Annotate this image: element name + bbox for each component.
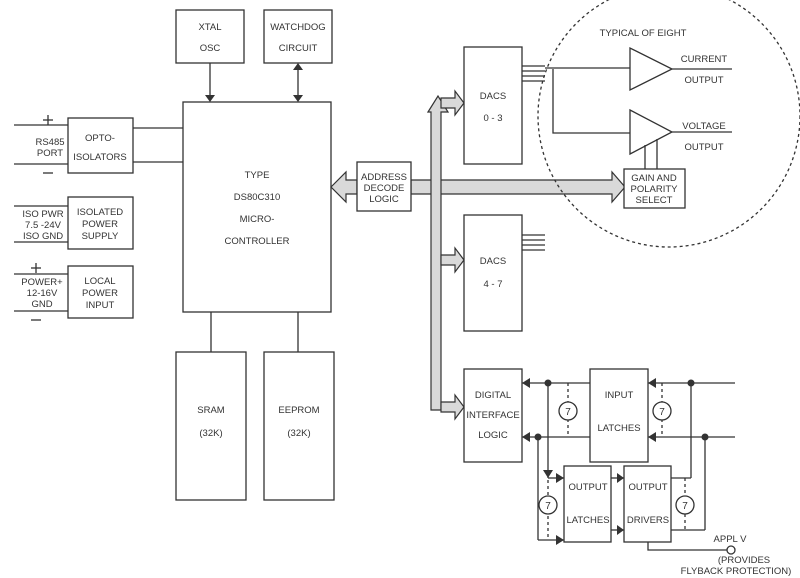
svg-text:(32K): (32K) (199, 428, 222, 439)
svg-text:INPUT: INPUT (605, 390, 634, 401)
power-label-line2: 12-16V (27, 288, 58, 299)
protection-7-right-output: 7 (675, 478, 695, 530)
power-label-line1: POWER+ (21, 277, 63, 288)
local-power-input-block: LOCAL POWER INPUT (67, 265, 134, 319)
xtal-osc-block: XTAL OSC (175, 9, 245, 64)
iso-pwr-label-line2: 7.5 -24V (25, 220, 62, 231)
svg-text:LATCHES: LATCHES (566, 515, 609, 526)
appl-v-label-line1: APPL V (714, 534, 748, 545)
svg-text:XTAL: XTAL (198, 22, 221, 33)
local-power-connector: POWER+ 12-16V GND (14, 263, 68, 321)
svg-text:SRAM: SRAM (197, 405, 225, 416)
output-latches-block: OUTPUT LATCHES (563, 465, 612, 543)
rs485-connector: RS485 PORT (14, 115, 68, 174)
svg-text:CIRCUIT: CIRCUIT (279, 43, 318, 54)
iso-pwr-label-line1: ISO PWR (22, 209, 63, 220)
svg-text:LOCAL: LOCAL (84, 276, 115, 287)
svg-text:0 - 3: 0 - 3 (483, 113, 502, 124)
protection-7-left-input: 7 (558, 383, 578, 437)
svg-text:OUTPUT: OUTPUT (568, 482, 607, 493)
appl-v-terminal: APPL V (PROVIDES FLYBACK PROTECTION) (647, 534, 792, 577)
sram-block: SRAM (32K) (175, 351, 247, 501)
svg-text:WATCHDOG: WATCHDOG (270, 22, 325, 33)
svg-text:DRIVERS: DRIVERS (627, 515, 669, 526)
svg-text:ISOLATED: ISOLATED (77, 207, 123, 218)
output-drivers-block: OUTPUT DRIVERS (623, 465, 672, 543)
svg-text:4 - 7: 4 - 7 (483, 279, 502, 290)
voltage-output-label-line2: OUTPUT (684, 142, 723, 153)
svg-text:LATCHES: LATCHES (597, 423, 640, 434)
typical-of-eight-label: TYPICAL OF EIGHT (600, 28, 687, 39)
svg-text:INPUT: INPUT (86, 300, 115, 311)
svg-text:DECODE: DECODE (364, 183, 405, 194)
svg-text:7: 7 (659, 407, 665, 418)
iso-power-connector: ISO PWR 7.5 -24V ISO GND (14, 205, 68, 243)
protection-7-left-output: 7 (538, 480, 558, 540)
svg-text:DACS: DACS (480, 256, 506, 267)
svg-text:7: 7 (682, 501, 688, 512)
svg-text:CONTROLLER: CONTROLLER (225, 236, 290, 247)
svg-text:INTERFACE: INTERFACE (466, 410, 519, 421)
voltage-output-amplifier: VOLTAGE OUTPUT (552, 69, 732, 169)
rs485-label-line1: RS485 (35, 137, 64, 148)
svg-text:ADDRESS: ADDRESS (361, 172, 407, 183)
svg-text:7: 7 (565, 407, 571, 418)
digital-interface-logic-block: DIGITAL INTERFACE LOGIC (463, 368, 523, 463)
svg-text:DS80C310: DS80C310 (234, 192, 280, 203)
address-decode-logic-block: ADDRESS DECODE LOGIC (356, 161, 412, 212)
protection-7-right-input: 7 (652, 383, 672, 437)
svg-text:SUPPLY: SUPPLY (82, 231, 119, 242)
svg-text:GAIN AND: GAIN AND (631, 173, 677, 184)
svg-text:TYPE: TYPE (245, 170, 270, 181)
svg-text:7: 7 (545, 501, 551, 512)
appl-v-label-line3: FLYBACK PROTECTION) (681, 566, 792, 577)
svg-text:DIGITAL: DIGITAL (475, 390, 511, 401)
svg-text:POLARITY: POLARITY (631, 184, 679, 195)
iso-pwr-label-line3: ISO GND (23, 231, 63, 242)
svg-text:EEPROM: EEPROM (278, 405, 319, 416)
svg-text:POWER: POWER (82, 288, 118, 299)
current-output-amplifier: CURRENT OUTPUT (545, 46, 732, 92)
svg-text:OSC: OSC (200, 43, 221, 54)
svg-text:POWER: POWER (82, 219, 118, 230)
address-data-bus (330, 89, 626, 421)
svg-text:MICRO-: MICRO- (240, 214, 275, 225)
svg-text:LOGIC: LOGIC (478, 430, 508, 441)
appl-v-label-line2: (PROVIDES (718, 555, 770, 566)
opto-isolators-block: OPTO- ISOLATORS (67, 117, 134, 174)
rs485-label-line2: PORT (37, 148, 63, 159)
input-latches-block: INPUT LATCHES (589, 368, 649, 463)
svg-text:OPTO-: OPTO- (85, 133, 115, 144)
svg-text:ISOLATORS: ISOLATORS (73, 152, 127, 163)
svg-text:LOGIC: LOGIC (369, 194, 399, 205)
watchdog-circuit-block: WATCHDOG CIRCUIT (263, 9, 333, 64)
dacs-0-3-block: DACS 0 - 3 (463, 46, 523, 165)
eeprom-block: EEPROM (32K) (263, 351, 335, 501)
isolated-power-supply-block: ISOLATED POWER SUPPLY (67, 196, 134, 250)
svg-text:OUTPUT: OUTPUT (628, 482, 667, 493)
current-output-label-line1: CURRENT (681, 54, 728, 65)
typical-of-eight-boundary (537, 0, 800, 248)
power-label-line3: GND (31, 299, 52, 310)
voltage-output-label-line1: VOLTAGE (682, 121, 725, 132)
gain-polarity-select-block: GAIN AND POLARITY SELECT (623, 168, 686, 209)
svg-text:(32K): (32K) (287, 428, 310, 439)
current-output-label-line2: OUTPUT (684, 75, 723, 86)
svg-text:SELECT: SELECT (636, 195, 673, 206)
microcontroller-block: TYPE DS80C310 MICRO- CONTROLLER (182, 101, 332, 313)
dacs-4-7-block: DACS 4 - 7 (463, 214, 523, 332)
svg-text:DACS: DACS (480, 91, 506, 102)
